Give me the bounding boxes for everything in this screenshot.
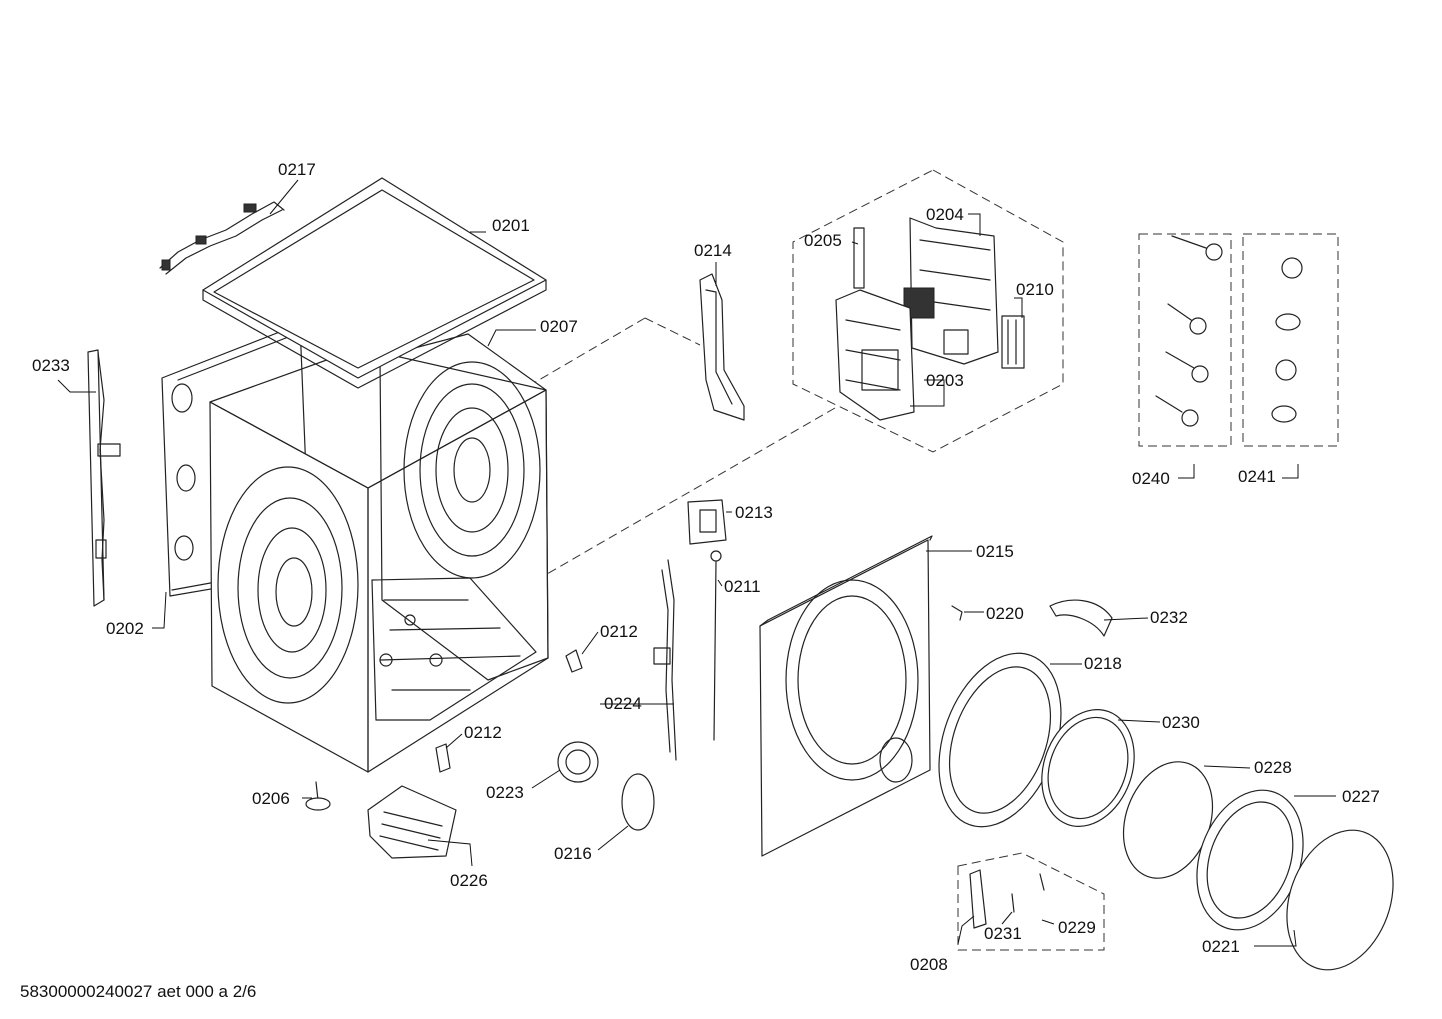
cable-part <box>653 559 677 761</box>
pump-housing-part <box>557 741 599 783</box>
caps-kit-boundary <box>1242 233 1339 447</box>
door-rings <box>938 652 1394 971</box>
latch-group-boundary <box>957 852 1105 951</box>
label-0218: 0218 <box>1084 654 1122 673</box>
feet-kit-parts <box>1155 235 1223 427</box>
latch-part <box>969 869 1045 929</box>
top-cover-part <box>202 177 547 389</box>
label-0213: 0213 <box>735 503 773 522</box>
side-panel-part <box>379 333 549 681</box>
connector-dash-c <box>539 407 836 579</box>
leader-lines <box>57 179 1336 947</box>
electronics-group-boundary <box>792 169 1064 453</box>
label-0232: 0232 <box>1150 608 1188 627</box>
label-0205: 0205 <box>804 231 842 250</box>
label-0211: 0211 <box>724 577 761 596</box>
label-0206: 0206 <box>252 789 290 808</box>
clip-part-upper <box>565 649 583 673</box>
label-0215: 0215 <box>976 542 1014 561</box>
part-labels: 0217 0201 0207 0233 0202 0214 0205 0204 … <box>32 160 1380 974</box>
label-0212-lower: 0212 <box>464 723 502 742</box>
label-0212-upper: 0212 <box>600 622 638 641</box>
label-0217: 0217 <box>278 160 316 179</box>
label-0216: 0216 <box>554 844 592 863</box>
label-0221: 0221 <box>1202 937 1240 956</box>
label-0224: 0224 <box>604 694 642 713</box>
label-0207: 0207 <box>540 317 578 336</box>
label-0202: 0202 <box>106 619 144 638</box>
label-0208: 0208 <box>910 955 948 974</box>
control-module-part <box>687 499 727 562</box>
cabinet-body <box>209 347 549 773</box>
label-0229: 0229 <box>1058 918 1096 937</box>
foot-part <box>305 781 331 811</box>
label-0231: 0231 <box>984 924 1022 943</box>
label-0233: 0233 <box>32 356 70 375</box>
connector-dash-b <box>384 317 646 471</box>
label-0201: 0201 <box>492 216 530 235</box>
round-cap-part <box>621 773 655 831</box>
label-0228: 0228 <box>1254 758 1292 777</box>
label-0220: 0220 <box>986 604 1024 623</box>
small-screw-part <box>951 605 963 621</box>
label-0227: 0227 <box>1342 787 1380 806</box>
label-0226: 0226 <box>450 871 488 890</box>
caps-kit-parts <box>1271 257 1303 423</box>
front-panel-part <box>759 535 933 857</box>
label-0240: 0240 <box>1132 469 1170 488</box>
connector-dash-a <box>644 317 701 346</box>
document-footer-code: 58300000240027 aet 000 a 2/6 <box>20 982 257 1001</box>
side-rail-part <box>87 349 121 607</box>
electronics-part <box>835 217 1025 421</box>
feet-kit-boundary <box>1138 233 1232 447</box>
label-0230: 0230 <box>1162 713 1200 732</box>
label-0223: 0223 <box>486 783 524 802</box>
vertical-bracket-part <box>699 273 745 421</box>
handle-part <box>1049 599 1113 637</box>
label-0204: 0204 <box>926 205 964 224</box>
base-plate-part <box>367 785 457 859</box>
label-0203: 0203 <box>926 371 964 390</box>
label-0214: 0214 <box>694 241 732 260</box>
clip-part-lower <box>435 743 451 773</box>
label-0241: 0241 <box>1238 467 1276 486</box>
rod-part <box>713 561 717 741</box>
harness-top-part <box>159 201 285 275</box>
label-0210: 0210 <box>1016 280 1054 299</box>
